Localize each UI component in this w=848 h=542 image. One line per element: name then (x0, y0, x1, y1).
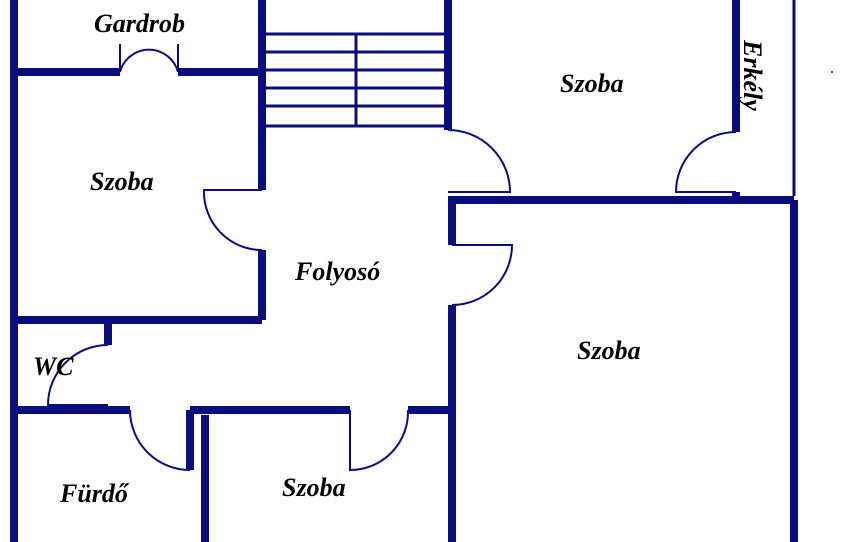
room-label-erkely: Erkély (738, 39, 767, 111)
room-label-szoba-top-right: Szoba (560, 69, 624, 98)
room-label-gardrob: Gardrob (94, 9, 185, 38)
szoba-top-right-walls (448, 0, 794, 204)
stray-dot (831, 71, 833, 73)
room-label-szoba-bottom: Szoba (282, 473, 346, 502)
room-label-wc: WC (33, 352, 74, 381)
windows (11, 30, 797, 450)
room-label-folyoso: Folyosó (294, 257, 380, 286)
room-label-szoba-top-left: Szoba (90, 167, 154, 196)
szoba-top-left-walls (14, 250, 266, 324)
outer-walls (10, 0, 798, 542)
gardrob-door-arc (119, 48, 179, 73)
gardrob-walls (14, 0, 266, 190)
bottom-walls (108, 406, 452, 542)
room-label-furdo: Fürdő (59, 479, 130, 508)
staircase (264, 32, 448, 128)
room-label-szoba-right-large: Szoba (577, 336, 641, 365)
wc-walls (14, 320, 112, 414)
